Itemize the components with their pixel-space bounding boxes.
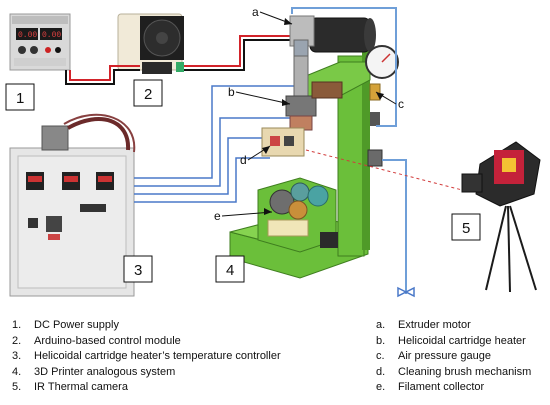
callout-c: c: [398, 97, 404, 111]
legend-item: a. Extruder motor: [376, 318, 531, 334]
power-wire-red: [69, 65, 140, 81]
label-box-1: [5, 83, 35, 111]
callout-e: e: [214, 209, 221, 223]
legend-key: b.: [376, 334, 386, 347]
legend-text: DC Power supply: [34, 319, 119, 331]
numbered-legend: 1. DC Power supply 2. Arduino-based contro…: [12, 318, 281, 396]
label-box-4: [215, 255, 245, 283]
legend-key: c.: [376, 350, 385, 363]
ir-measurement-line: [305, 149, 471, 193]
legend-text: Filament collector: [398, 381, 485, 394]
signal-wire-2: [134, 117, 300, 187]
arrow-b: [235, 91, 291, 105]
arduino-control-module: [117, 13, 184, 74]
legend-key: 1.: [12, 319, 22, 331]
svg-text:0.00: 0.00: [18, 31, 37, 40]
legend-item: 4. 3D Printer analogous system: [12, 365, 281, 381]
label-box-3: [123, 255, 153, 283]
label-5: 5: [462, 220, 470, 237]
setup-diagram: 0.00 0.00 1 2 3: [5, 5, 541, 298]
legend-item: e. Filament collector: [376, 380, 531, 396]
cleaning-brush-mechanism: [261, 127, 305, 157]
label-1: 1: [16, 90, 24, 107]
air-pressure-gauge: [365, 45, 399, 167]
legend-text: Helicoidal cartridge heater: [398, 334, 526, 347]
temperature-control-box: [9, 113, 136, 297]
label-box-2: [133, 79, 163, 107]
dc-power-supply: 0.00 0.00: [9, 13, 71, 71]
label-2: 2: [144, 86, 152, 103]
printer-analogous-system: [229, 50, 371, 279]
legend-text: IR Thermal camera: [34, 381, 128, 394]
air-valve: [397, 286, 415, 298]
legend-text: Arduino-based control module: [34, 334, 181, 347]
motor-wire-black: [184, 39, 290, 71]
cartridge-heater: [285, 55, 343, 131]
label-box-5: [451, 213, 481, 241]
ir-thermal-camera: [461, 141, 541, 293]
callout-d: d: [240, 153, 247, 167]
label-4: 4: [226, 262, 234, 279]
legend-item: b. Helicoidal cartridge heater: [376, 334, 531, 350]
legend-item: d. Cleaning brush mechanism: [376, 365, 531, 381]
legend-key: a.: [376, 319, 386, 331]
legend-key: 4.: [12, 365, 22, 378]
signal-wire-1: [134, 85, 300, 179]
callout-b: b: [228, 85, 235, 99]
legend-text: Helicoidal cartridge heater’s temperatur…: [34, 350, 281, 363]
legend-text: Extruder motor: [398, 319, 471, 331]
signal-wire-4: [134, 157, 270, 203]
motor-wire-red: [184, 35, 290, 67]
extruder-motor: [289, 15, 376, 57]
label-3: 3: [134, 262, 142, 279]
legend-text: 3D Printer analogous system: [34, 365, 176, 378]
legend-key: 3.: [12, 350, 22, 363]
svg-text:0.00: 0.00: [42, 31, 61, 40]
legend-item: 3. Helicoidal cartridge heater’s temperat…: [12, 349, 281, 365]
arrow-e: [221, 211, 273, 217]
legend-text: Air pressure gauge: [398, 350, 491, 363]
legend-text: Cleaning brush mechanism: [398, 365, 532, 378]
air-inlet-line: [382, 159, 407, 294]
legend-key: d.: [376, 365, 386, 378]
legend-key: 5.: [12, 381, 22, 394]
signal-wire-3: [134, 137, 270, 195]
legend-item: 2. Arduino-based control module: [12, 334, 281, 350]
legend-item: 1. DC Power supply: [12, 318, 281, 334]
power-wire-black: [65, 69, 140, 85]
legend-key: 2.: [12, 334, 22, 347]
air-supply-line: [291, 7, 397, 127]
legend-item: c. Air pressure gauge: [376, 349, 531, 365]
legend-item: 5. IR Thermal camera: [12, 380, 281, 396]
lettered-legend: a. Extruder motor b. Helicoidal cartridge …: [376, 318, 531, 396]
legend-key: e.: [376, 381, 386, 394]
callout-a: a: [252, 5, 259, 19]
